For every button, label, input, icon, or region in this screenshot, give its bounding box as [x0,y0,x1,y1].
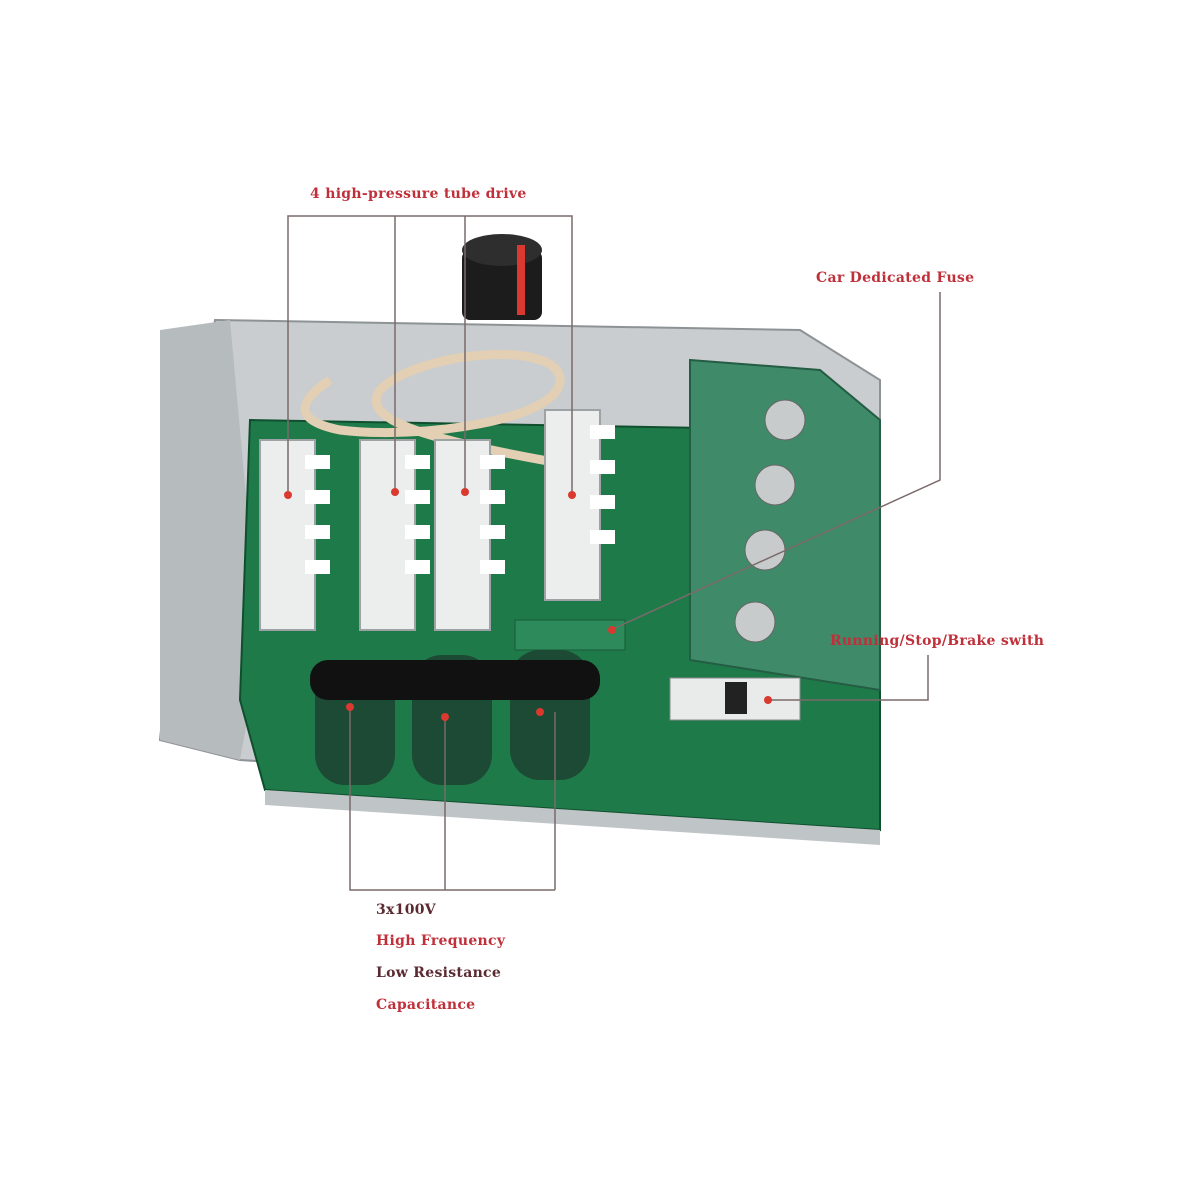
fuse [514,619,626,651]
capacitors [310,650,600,785]
leader-dots [284,488,772,721]
label-switch: Running/Stop/Brake swith [830,633,1045,649]
label-capacitor-type: Capacitance [376,997,476,1013]
leader-lines [287,215,941,891]
heatsink-fins [305,425,615,574]
pcb-edge [265,790,880,845]
label-capacitor-frequency: High Frequency [376,933,506,949]
slide-switch [669,677,801,721]
label-tube-drive: 4 high-pressure tube drive [310,186,527,202]
terminal-block [689,358,881,692]
label-capacitor-resistance: Low Resistance [376,965,502,981]
label-capacitor-voltage: 3x100V [376,902,436,918]
label-fuse: Car Dedicated Fuse [816,270,975,286]
potentiometer-knob [462,234,542,320]
housing-side [160,320,260,760]
